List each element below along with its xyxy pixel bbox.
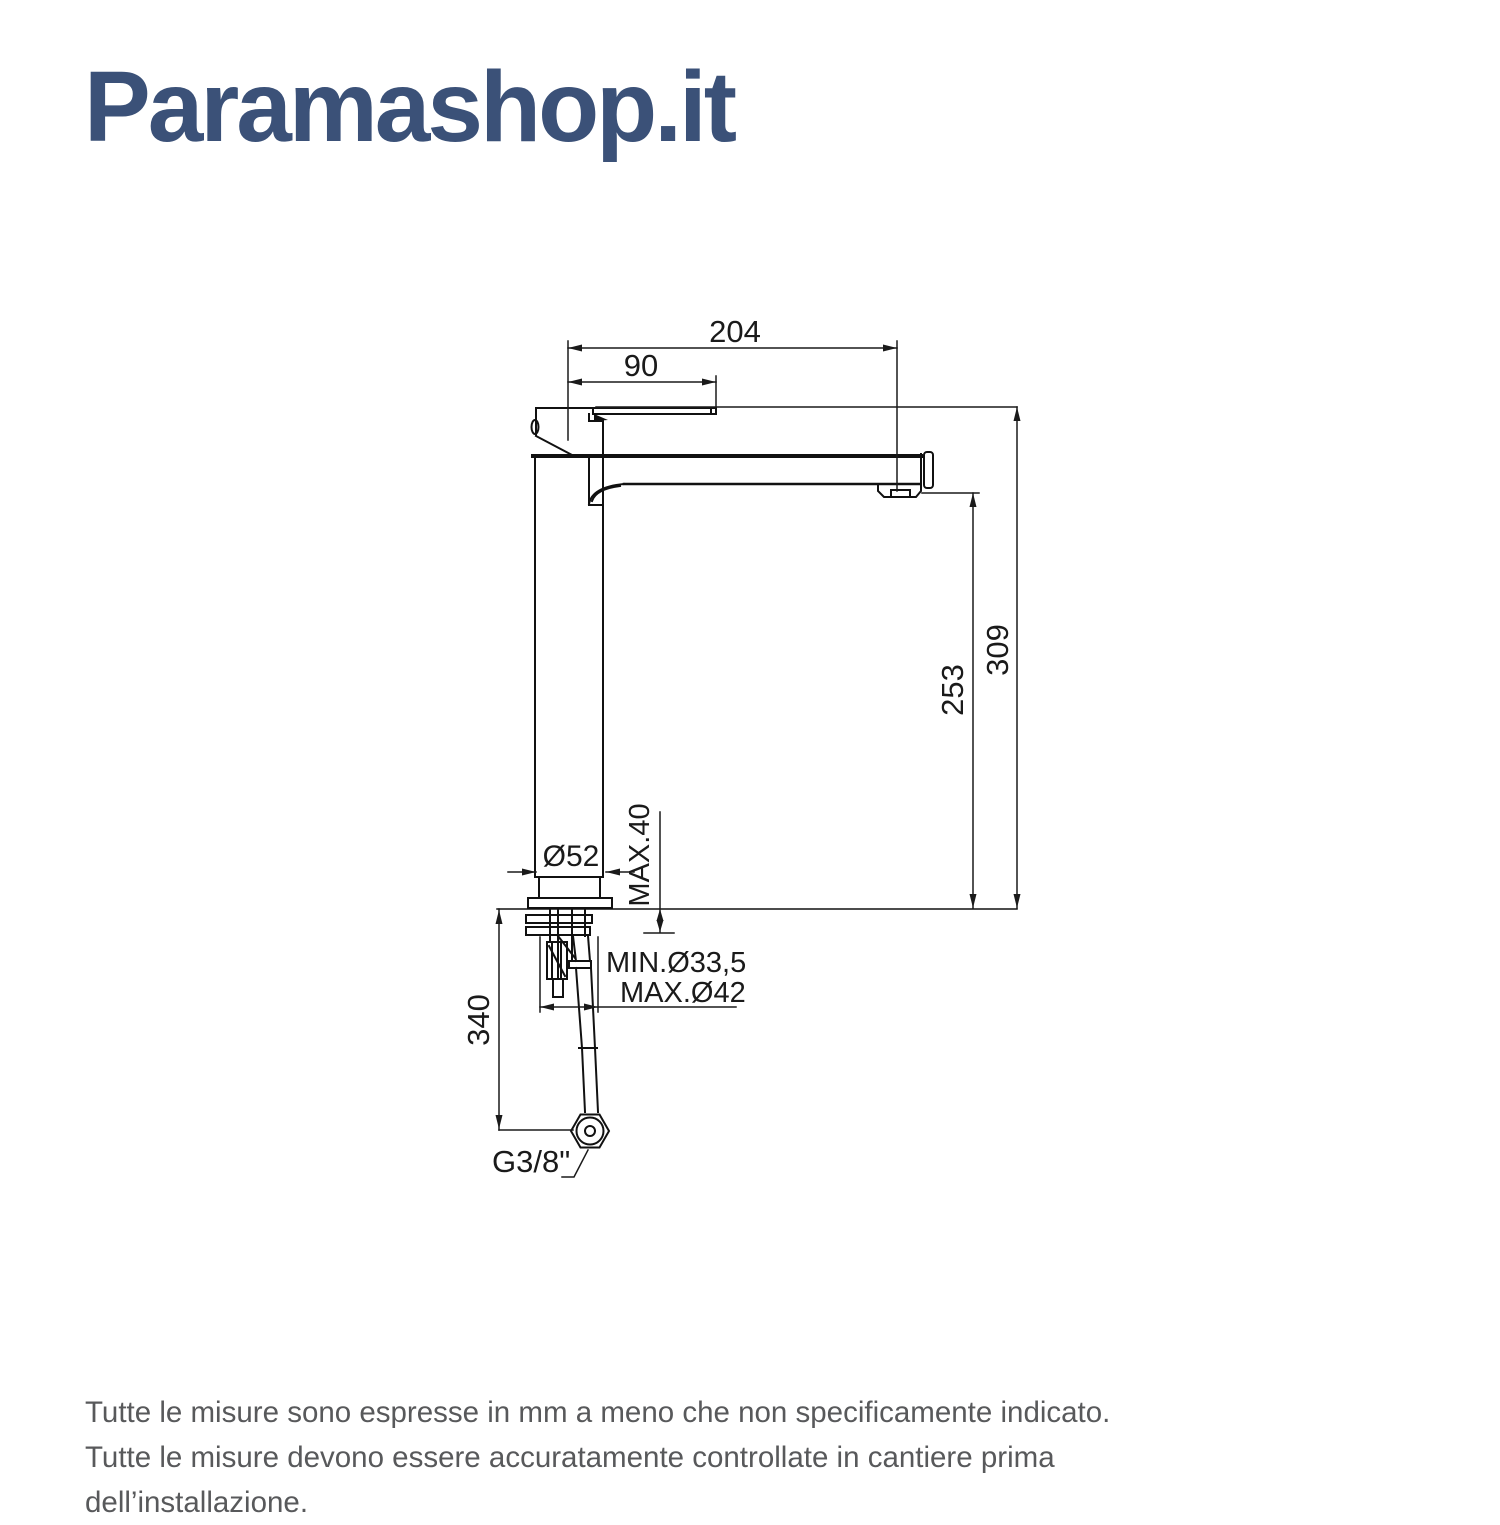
measurement-note-line1: Tutte le misure sono espresse in mm a me… [85, 1396, 1111, 1429]
lever-handle-outline [592, 407, 717, 415]
measurement-notes: Tutte le misure sono espresse in mm a me… [85, 1390, 1285, 1525]
brand-logo: Paramashop.it [84, 51, 737, 163]
base-flange [527, 897, 613, 909]
dim-hole-min-label: MIN.Ø33,5 [606, 947, 746, 979]
dimension-arrowheads [495, 344, 1021, 1129]
dim-hole-max-label: MAX.Ø42 [620, 977, 746, 1009]
dim-handle-length-label: 90 [624, 348, 658, 383]
dimension-lines [498, 340, 1018, 1178]
dim-supply-connection-label: G3/8" [492, 1144, 570, 1179]
aerator-detail [877, 483, 922, 498]
hose-hex-nut [569, 1113, 611, 1149]
dim-spout-height-label: 253 [935, 664, 970, 716]
dim-deck-thickness-label: MAX.40 [624, 803, 656, 906]
spout-end-cap [923, 451, 934, 489]
dim-overall-height-label: 309 [980, 624, 1015, 676]
dim-spout-reach-label: 204 [709, 314, 761, 349]
measurement-note-line2: Tutte le misure devono essere accuratame… [85, 1441, 1055, 1519]
supply-hose [568, 934, 600, 1114]
set-screw-detail [530, 419, 540, 435]
fixing-stud [546, 941, 568, 998]
dim-body-diameter-label: Ø52 [543, 840, 600, 873]
dim-hose-length-label: 340 [461, 994, 496, 1046]
dimension-labels: 204 90 309 253 Ø52 MAX.40 340 MIN.Ø33,5 … [461, 314, 1015, 1179]
faucet-outline [496, 407, 1018, 1149]
